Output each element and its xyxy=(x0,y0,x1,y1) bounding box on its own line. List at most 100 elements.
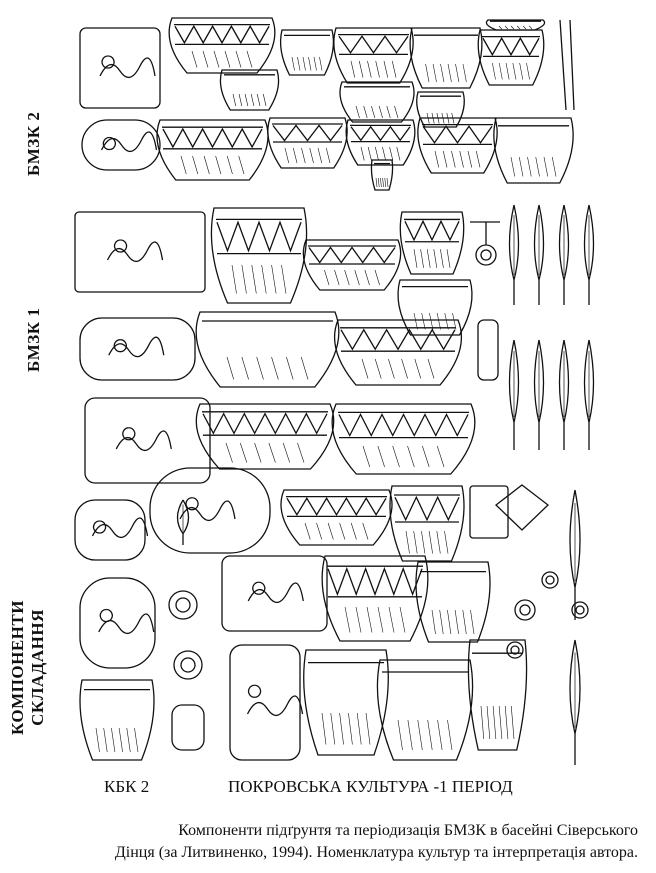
pot-drawing xyxy=(415,561,491,643)
burial-plan xyxy=(79,27,161,109)
pot-drawing xyxy=(339,81,415,123)
skeleton-sketch xyxy=(179,497,236,521)
pot-hatching xyxy=(95,727,100,753)
pot-drawing xyxy=(303,649,389,756)
pot-drawing xyxy=(219,69,280,111)
pot-hatching xyxy=(397,719,403,751)
pot-hatching xyxy=(366,606,373,633)
ring-ornament xyxy=(173,650,203,680)
pot-hatching xyxy=(378,105,383,119)
pot-drawing xyxy=(417,117,498,174)
spearhead-drawing xyxy=(558,204,570,305)
pot-hatching xyxy=(256,356,264,380)
pot-hatching xyxy=(425,63,430,83)
pot-hatching xyxy=(203,155,210,175)
pot-hatching xyxy=(365,712,371,745)
pot-hatching xyxy=(498,25,502,30)
pot-hatching xyxy=(256,93,261,107)
pot-hatching xyxy=(324,269,330,286)
pot-hatching xyxy=(431,609,436,635)
pot-drawing xyxy=(79,679,155,761)
pot-hatching xyxy=(350,522,357,540)
pot-drawing xyxy=(416,91,465,128)
pot-drawing xyxy=(195,403,335,470)
pot-hatching xyxy=(462,63,467,83)
rhombic-plaque xyxy=(495,484,549,531)
pot-hatching xyxy=(475,150,481,168)
pot-hatching xyxy=(355,105,360,119)
plaque-drawing xyxy=(477,319,499,381)
ring-inner xyxy=(510,645,520,655)
pot-drawing xyxy=(409,27,483,89)
zigzag-ornament xyxy=(308,246,396,264)
artifact-plates xyxy=(74,17,595,765)
pot-hatching xyxy=(383,60,389,78)
components-line1: КОМПОНЕНТИ xyxy=(8,600,27,735)
pot-drawing xyxy=(399,211,465,275)
components-line2: СКЛАДАННЯ xyxy=(28,609,47,726)
pot-hatching xyxy=(467,150,473,168)
pot-drawing xyxy=(210,207,308,304)
zigzag-ornament xyxy=(162,127,263,149)
pot-hatching xyxy=(354,269,360,286)
pot-hatching xyxy=(363,105,368,119)
pot-hatching xyxy=(339,712,344,745)
pot-hatching xyxy=(519,62,524,80)
pot-hatching xyxy=(413,312,418,330)
pot-hatching xyxy=(225,442,233,463)
spearhead-drawing xyxy=(508,204,520,305)
pot-hatching xyxy=(281,264,287,294)
pot-hatching xyxy=(213,50,220,68)
pot-hatching xyxy=(334,269,340,286)
pot-hatching xyxy=(384,177,387,188)
pot-hatching xyxy=(118,727,123,753)
skeleton-sketch xyxy=(100,131,158,152)
pot-hatching xyxy=(268,442,276,463)
pot-drawing xyxy=(156,119,269,181)
pot-hatching xyxy=(375,60,380,78)
pot-hatching xyxy=(202,50,209,68)
pot-hatching xyxy=(356,712,362,745)
pot-drawing xyxy=(280,489,393,546)
spearhead-drawing xyxy=(583,339,595,450)
pot-hatching xyxy=(462,609,467,635)
pot-hatching xyxy=(377,177,380,188)
pot-hatching xyxy=(330,712,336,745)
pot-hatching xyxy=(421,530,426,554)
skeleton-sketch xyxy=(99,55,156,78)
pot-hatching xyxy=(417,719,423,751)
pot-hatching xyxy=(250,93,255,107)
pot-hatching xyxy=(232,93,237,107)
label-kbk2: КБК 2 xyxy=(104,777,150,796)
pot-hatching xyxy=(427,719,433,751)
pot-hatching xyxy=(447,609,452,635)
pot-hatching xyxy=(498,705,503,740)
ring-inner xyxy=(545,575,555,585)
pot-hatching xyxy=(282,442,290,463)
pot-hatching xyxy=(394,105,399,119)
pot-hatching xyxy=(405,530,410,554)
pot-hatching xyxy=(321,712,327,745)
pot-hatching xyxy=(191,50,198,68)
pot-hatching xyxy=(444,530,449,554)
pot-hatching xyxy=(308,56,312,71)
pot-hatching xyxy=(382,146,386,161)
ring-inner xyxy=(519,604,531,616)
pot-hatching xyxy=(434,150,440,168)
pot-hatching xyxy=(297,56,301,71)
pot-hatching xyxy=(452,312,457,330)
pot-hatching xyxy=(386,177,389,188)
spearhead-drawing xyxy=(569,639,581,765)
pin-drawing xyxy=(569,19,575,111)
zigzag-ornament xyxy=(482,36,540,57)
pin-drawing xyxy=(559,19,567,111)
pot-hatching xyxy=(358,60,364,78)
pot-hatching xyxy=(362,522,369,540)
pot-hatching xyxy=(361,358,369,379)
pot-drawing xyxy=(389,485,465,562)
pot-hatching xyxy=(355,606,362,633)
pot-hatching xyxy=(382,177,384,188)
pot-hatching xyxy=(344,606,351,633)
pot-hatching xyxy=(543,156,549,177)
pot-hatching xyxy=(374,358,382,379)
